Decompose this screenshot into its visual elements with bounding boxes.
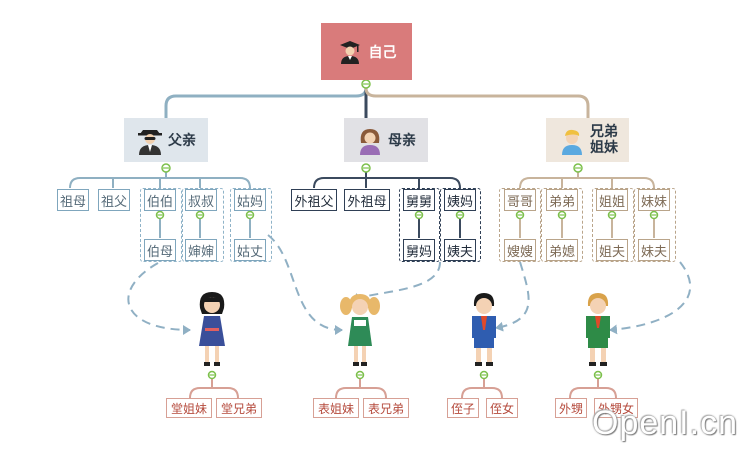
maternal-grandfather-node[interactable]: 外祖父 <box>291 189 337 211</box>
elder-brother-group <box>499 188 541 262</box>
spy-man-icon <box>138 130 162 155</box>
siblings-label: 兄弟 姐妹 <box>590 124 618 156</box>
mother-uncle-group <box>399 188 440 262</box>
maternal-female-cousin-node[interactable]: 表姐妹 <box>313 398 359 418</box>
father-label: 父亲 <box>168 133 196 149</box>
aunt-husband-node[interactable]: 姑丈 <box>234 239 266 261</box>
mother-label: 母亲 <box>388 133 416 149</box>
mother-aunt-group <box>440 188 481 262</box>
maternal-aunt-node[interactable]: 姨妈 <box>444 189 476 211</box>
graduate-person-icon <box>339 40 360 64</box>
girl-pigtails-icon <box>340 294 380 366</box>
nephew-node[interactable]: 侄子 <box>447 398 479 418</box>
younger-sister-group <box>634 188 676 262</box>
woman-icon <box>360 129 380 155</box>
father-younger-uncle-group <box>182 188 224 262</box>
younger-uncle-node[interactable]: 叔叔 <box>185 189 217 211</box>
elder-sister-husband-node[interactable]: 姐夫 <box>596 239 628 261</box>
aunt-node[interactable]: 姑妈 <box>234 189 266 211</box>
maternal-uncle-node[interactable]: 舅舅 <box>403 189 435 211</box>
father-elder-uncle-group <box>140 188 182 262</box>
elder-brother-wife-node[interactable]: 嫂嫂 <box>504 239 536 261</box>
self-label: 自己 <box>368 44 397 61</box>
elder-sister-node[interactable]: 姐姐 <box>596 189 628 211</box>
blond-boy-icon <box>562 129 582 155</box>
elder-sister-group <box>592 188 634 262</box>
younger-brother-wife-node[interactable]: 弟媳 <box>546 239 578 261</box>
younger-brother-node[interactable]: 弟弟 <box>546 189 578 211</box>
grandfather-node[interactable]: 祖父 <box>98 189 130 211</box>
younger-sister-node[interactable]: 妹妹 <box>638 189 670 211</box>
maternal-grandmother-node[interactable]: 外祖母 <box>344 189 390 211</box>
younger-sister-husband-node[interactable]: 妹夫 <box>638 239 670 261</box>
self-node[interactable]: 自己 <box>321 23 412 80</box>
boy-red-tie-icon <box>472 293 496 366</box>
younger-uncle-wife-node[interactable]: 婶婶 <box>185 239 217 261</box>
siblings-node[interactable]: 兄弟 姐妹 <box>546 118 629 162</box>
mother-node[interactable]: 母亲 <box>344 118 428 162</box>
watermark-logo: OpenI.cn <box>592 404 738 442</box>
father-node[interactable]: 父亲 <box>124 118 208 162</box>
maternal-uncle-wife-node[interactable]: 舅妈 <box>403 239 435 261</box>
younger-brother-group <box>541 188 583 262</box>
sisters-daughter-node[interactable]: 外甥女 <box>594 398 638 418</box>
father-aunt-group <box>230 188 272 262</box>
niece-node[interactable]: 侄女 <box>486 398 518 418</box>
grandmother-node[interactable]: 祖母 <box>57 189 89 211</box>
elder-uncle-wife-node[interactable]: 伯母 <box>144 239 176 261</box>
paternal-male-cousin-node[interactable]: 堂兄弟 <box>216 398 262 418</box>
maternal-aunt-husband-node[interactable]: 姨夫 <box>444 239 476 261</box>
girl-blue-dress-icon <box>199 292 225 366</box>
elder-brother-node[interactable]: 哥哥 <box>504 189 536 211</box>
sisters-son-node[interactable]: 外甥 <box>555 398 587 418</box>
boy-green-icon <box>586 293 610 366</box>
maternal-male-cousin-node[interactable]: 表兄弟 <box>363 398 409 418</box>
paternal-female-cousin-node[interactable]: 堂姐妹 <box>166 398 212 418</box>
elder-uncle-node[interactable]: 伯伯 <box>144 189 176 211</box>
